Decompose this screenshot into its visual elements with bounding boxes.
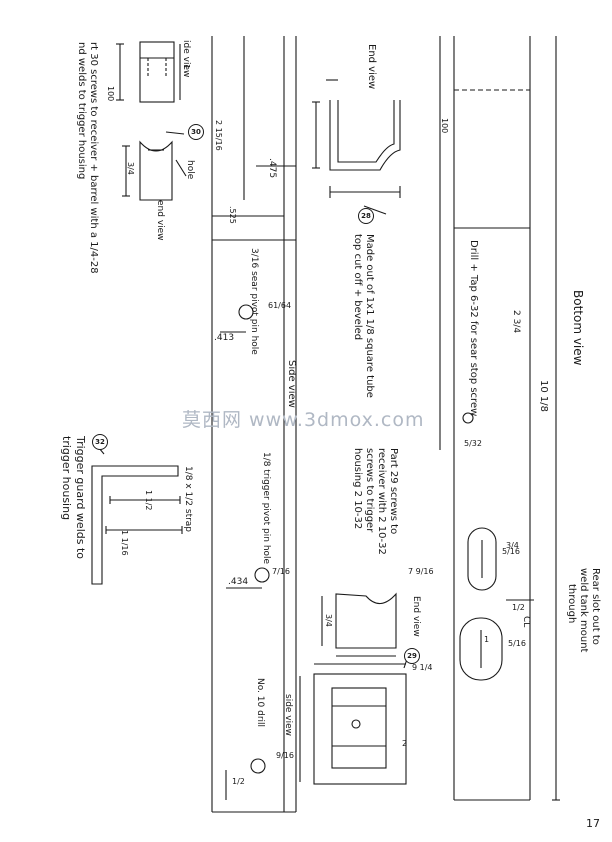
part-30-hole-label: hole [185,160,195,180]
trigger-guard-note-line1: Trigger guard welds to [74,436,87,560]
part-30-note-line1: rt 30 screws to receiver + barrel with a… [88,42,99,274]
trigger-guard-note-line2: trigger housing [60,436,73,521]
dim-9-16: 9/16 [276,751,294,760]
watermark-text: 莫西网 www.3dmox.com [182,409,425,431]
part-30-end-view-label: end view [155,200,165,241]
no10-drill-label: No. 10 drill [255,678,265,728]
dim-525: .525 [228,206,237,224]
dim-7-9-16: 7 9/16 [408,567,434,576]
made-of-line2: top cut off + beveled [352,234,363,341]
dim-2-3-4: 2 3/4 [511,310,521,334]
no10-drill-hole [250,758,266,774]
side-view-label-middle: Side view [286,360,297,408]
part-29-side-view-outline [313,673,407,785]
rear-slot-note-line1: Rear slot out to [590,568,601,645]
sear-stop-screw-hole [462,412,474,424]
dim-1-1-2: 1 1/2 [144,490,153,511]
callout-28: 28 [358,208,374,224]
part29-end-view-label: End view [411,596,421,637]
dim-434: .434 [228,577,249,587]
dim-100-top-left: 100 [106,86,115,102]
dim-5-16-upper: 5/16 [502,547,520,556]
dim-7-16-middle: 7/16 [272,567,290,576]
part29-note-line3: screws to trigger [364,448,375,533]
dim-1-2-right: 1/2 [512,603,525,612]
part-30-note-line2: nd welds to trigger housing [76,42,87,180]
bottom-view [439,36,560,801]
rear-slot-note-line2: weld tank mount [578,568,589,653]
dim-5-16-lower: 5/16 [508,639,526,648]
dim-1-right: 1 [484,635,490,644]
dim-3-4-part29: 3/4 [324,614,333,627]
trigger-pivot-hole [254,567,270,583]
part-30-side-view-outline [139,41,175,103]
sear-pivot-hole [238,304,254,320]
part-30-end-view-outline [139,140,173,201]
trigger-guard [91,465,183,585]
made-of-line1: Made out of 1x1 1/8 square tube [364,234,375,398]
callout-32: 32 [92,434,108,450]
dim-3-4-top-left: 3/4 [126,162,135,175]
dim-475: .475 [267,158,277,179]
part29-note-line4: housing 2 10-32 [352,448,363,530]
dim-5-32: 5/32 [464,439,482,448]
end-view-label-top: End view [366,44,377,90]
dim-2-part29: 2 [402,739,408,748]
cl-label: CL [521,616,531,628]
dim-2-15-16: 2 15/16 [214,120,223,151]
part29-side-view-label: side view [283,694,293,737]
dim-100-right: 100 [440,118,449,134]
dim-1-2-middle: 1/2 [232,777,245,786]
trigger-housing-side-view [211,36,297,813]
channel-outline [329,100,401,171]
part29-note-line2: receiver with 2 10-32 [376,448,387,555]
trigger-guard-outline [91,465,179,585]
part29-note-line1: Part 29 screws to [388,448,399,535]
drill-tap-label: Drill + Tap 6-32 for sear stop screw [468,240,479,417]
sear-pin-label: 3/16 sear pivot pin hole [249,248,259,355]
callout-29: 29 [404,648,420,664]
part-30-side-view-label: ide view [181,40,191,78]
part-28-end-view [312,79,401,198]
part-29-end-view-outline [335,592,397,649]
dim-9-1-4: 9 1/4 [412,663,433,672]
callout-30: 30 [188,124,204,140]
dim-1-top-left: 1 [182,64,191,70]
dim-1-1-16: 1 1/16 [120,530,129,556]
rear-slot-lower [459,617,503,681]
part-30-drawing [116,41,187,201]
dim-413: .413 [214,333,235,343]
strap-label: 1/8 x 1/2 strap [183,466,193,533]
part-29-drawing [299,592,407,785]
trigger-pin-label: 1/8 trigger pivot pin hole [261,452,271,565]
dim-3-4-right: 3/4 [506,541,519,550]
rear-slot-upper [467,527,497,591]
page-number: 17 [586,817,600,830]
rear-slot-note-line3: through [566,584,577,624]
dim-10-1-8: 10 1/8 [538,380,549,412]
dim-61-64: 61/64 [268,301,292,310]
bottom-view-label: Bottom view [571,290,585,366]
